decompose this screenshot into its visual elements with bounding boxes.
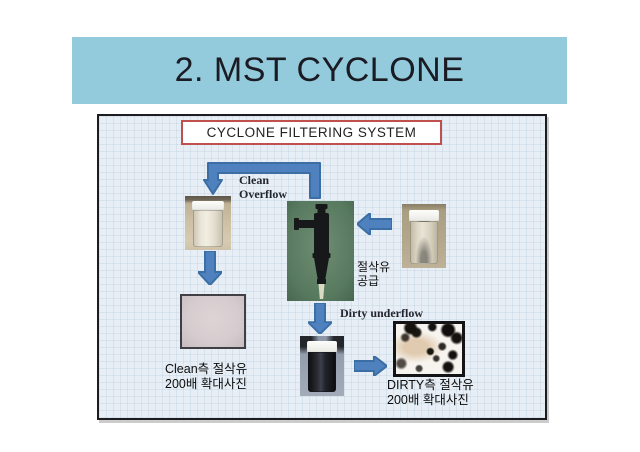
- diagram-area: CYCLONE FILTERING SYSTEM Clean Overflow: [97, 114, 547, 420]
- dirty-jar-body: [307, 351, 337, 393]
- clean-jar-body: [193, 210, 223, 247]
- cyclone-photo: [287, 201, 354, 301]
- clean-caption: Clean측 절삭유 200배 확대사진: [165, 362, 248, 391]
- supply-left-arrow: [357, 213, 392, 235]
- clean-overflow-label: Clean Overflow: [239, 173, 287, 201]
- diagram-title-box: CYCLONE FILTERING SYSTEM: [181, 120, 442, 145]
- supply-jar-lid: [408, 209, 440, 222]
- cyclone-device-graphic: [287, 201, 354, 301]
- clean-down-arrow: [198, 251, 222, 285]
- slide-title-banner: 2. MST CYCLONE: [72, 37, 567, 104]
- dirty-jar-photo: [300, 336, 344, 396]
- dirty-microscope-photo: [393, 321, 465, 377]
- clean-jar: [192, 200, 224, 247]
- clean-jar-lid: [192, 200, 224, 211]
- clean-jar-photo: [185, 196, 231, 250]
- dirty-jar-lid: [306, 341, 338, 353]
- slide-title: 2. MST CYCLONE: [174, 51, 465, 89]
- dirty-right-arrow: [354, 356, 387, 376]
- supply-jar-body: [409, 220, 439, 265]
- dirty-jar: [306, 341, 338, 393]
- dirty-down-arrow: [308, 303, 332, 334]
- clean-microscope-photo: [180, 294, 246, 349]
- supply-jar-photo: [402, 204, 446, 268]
- clean-overflow-elbow-arrow: [203, 160, 323, 200]
- dirty-underflow-label: Dirty underflow: [340, 306, 423, 320]
- diagram-title: CYCLONE FILTERING SYSTEM: [206, 125, 417, 140]
- dirty-caption: DIRTY측 절삭유 200배 확대사진: [387, 378, 474, 407]
- supply-label: 절삭유 공급: [357, 260, 391, 288]
- supply-jar: [408, 209, 440, 265]
